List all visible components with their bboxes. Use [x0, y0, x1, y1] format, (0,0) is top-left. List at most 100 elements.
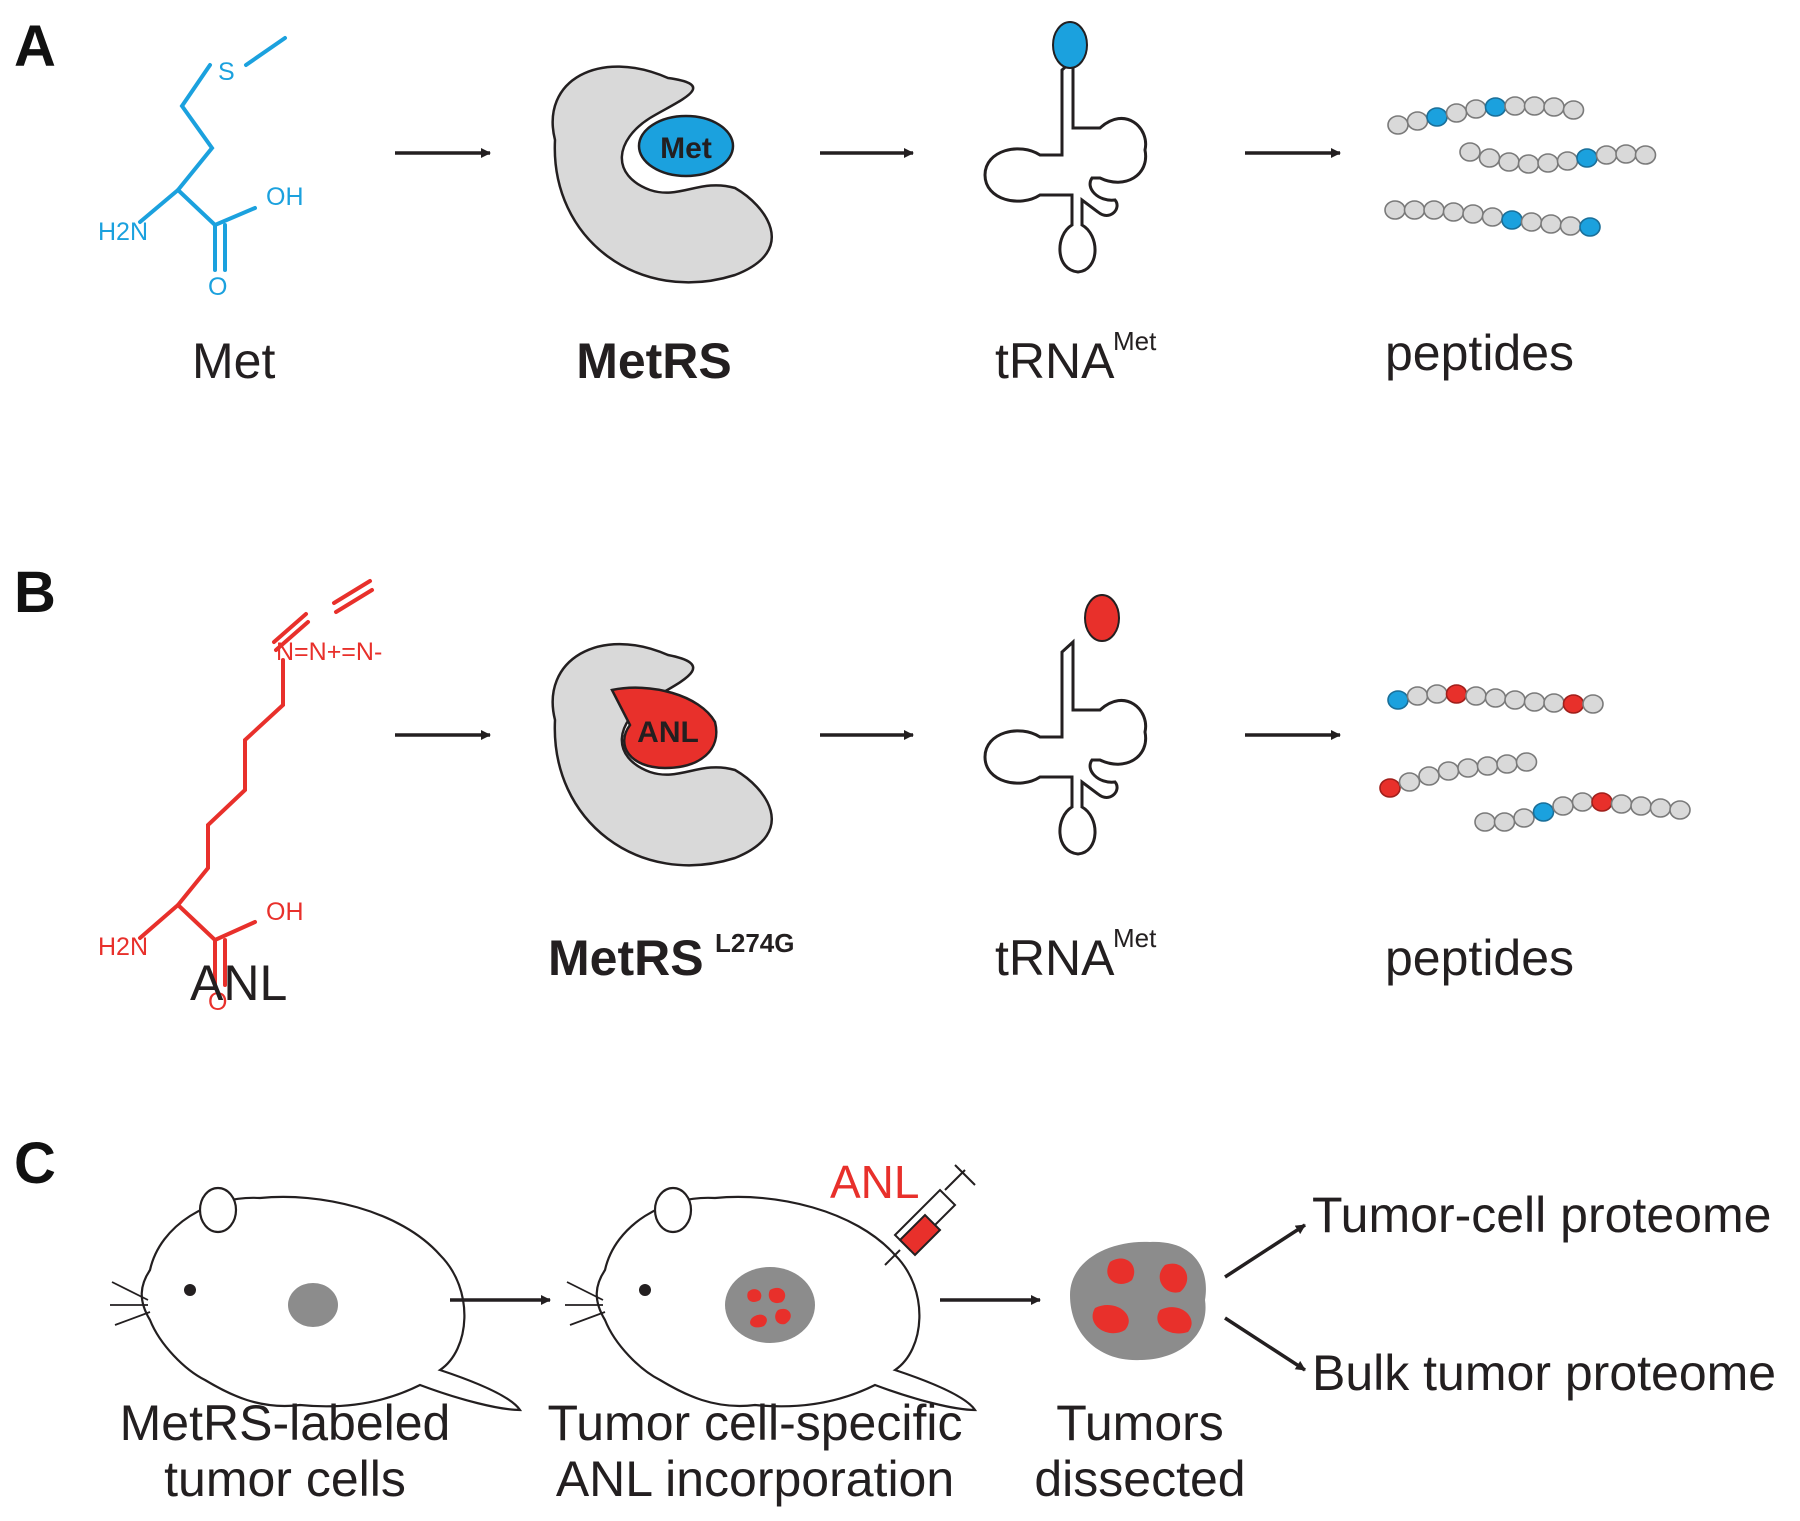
amino-acid-bead — [1423, 200, 1445, 220]
anl-azide-label: N=N+=N- — [276, 638, 382, 666]
trna-met-b — [983, 638, 1148, 856]
amino-acid-bead — [1496, 754, 1518, 774]
amino-acid-bead — [1474, 812, 1496, 832]
met-residue-bead — [1426, 107, 1448, 127]
amino-acid-bead — [1543, 693, 1565, 713]
anl-residue-bead — [1445, 684, 1468, 704]
anl-structure — [138, 579, 374, 987]
trna-b-superscript: Met — [1113, 923, 1157, 953]
injection-label: ANL — [830, 1156, 919, 1208]
amino-acid-bead — [1476, 756, 1499, 776]
amino-acid-bead — [1559, 216, 1582, 236]
trna-met-a — [983, 56, 1148, 274]
met-pocket-label: Met — [660, 132, 712, 165]
amino-acid-bead — [1504, 690, 1526, 710]
amino-acid-bead — [1457, 758, 1479, 778]
met-structure — [138, 36, 287, 272]
peptides-b-label: peptides — [1385, 930, 1574, 986]
amino-acid-bead — [1498, 152, 1520, 172]
step1-line2: tumor cells — [164, 1451, 406, 1507]
peptides-a-label: peptides — [1385, 325, 1574, 381]
amino-acid-bead — [1442, 202, 1465, 222]
met-residue-bead — [1484, 97, 1507, 117]
amino-acid-bead — [1537, 153, 1559, 173]
amino-acid-bead — [1540, 214, 1562, 234]
amino-acid-bead — [1445, 103, 1468, 123]
amino-acid-bead — [1523, 692, 1546, 712]
anl-residue-bead — [1591, 792, 1613, 812]
amino-acid-bead — [1387, 115, 1409, 135]
step1-line1: MetRS-labeled — [120, 1395, 451, 1451]
step3-line1: Tumors — [1056, 1395, 1224, 1451]
metrs-l274g-superscript: L274G — [715, 928, 795, 958]
trna-a-loaded-met — [1052, 21, 1088, 69]
metrs-enzyme — [551, 65, 773, 284]
anl-pocket-label: ANL — [637, 716, 699, 749]
anl-carbonyl-oxygen-label: O — [208, 988, 227, 1016]
metrs-l274g-label: MetRS — [548, 930, 704, 986]
mouse-tumor-cells — [110, 1186, 523, 1412]
step2-line1: Tumor cell-specific — [548, 1395, 963, 1451]
amino-acid-bead — [1552, 796, 1574, 816]
met-pocket-ligand — [637, 114, 735, 178]
amino-acid-bead — [1595, 145, 1618, 165]
amino-acid-bead — [1418, 766, 1440, 786]
amino-acid-bead — [1406, 686, 1429, 706]
amino-acid-bead — [1504, 96, 1526, 116]
met-amine-label: H2N — [98, 218, 148, 246]
met-residue-bead — [1576, 148, 1598, 168]
met-label: Met — [192, 333, 275, 389]
amino-acid-bead — [1462, 204, 1484, 224]
amino-acid-bead — [1630, 796, 1652, 816]
amino-acid-bead — [1513, 808, 1535, 828]
anl-residue-bead — [1562, 694, 1585, 714]
trna-a-label: tRNA — [995, 333, 1115, 389]
amino-acid-bead — [1515, 752, 1538, 772]
amino-acid-bead — [1649, 798, 1672, 818]
anl-amine-label: H2N — [98, 933, 148, 961]
anl-pocket-ligand — [610, 686, 718, 770]
amino-acid-bead — [1517, 154, 1540, 174]
anl-residue-bead — [1379, 778, 1401, 798]
output-tumor-cell-proteome: Tumor-cell proteome — [1312, 1187, 1771, 1243]
amino-acid-bead — [1406, 111, 1429, 131]
arrow-c3-down — [1224, 1316, 1306, 1372]
mouse-anl-injected — [565, 1164, 978, 1412]
met-hydroxyl-label: OH — [266, 183, 304, 211]
panel-a-letter: A — [14, 14, 56, 79]
amino-acid-bead — [1465, 99, 1487, 119]
amino-acid-bead — [1610, 794, 1633, 814]
step2-line2: ANL incorporation — [556, 1451, 954, 1507]
amino-acid-bead — [1478, 148, 1501, 168]
amino-acid-bead — [1669, 800, 1691, 820]
met-residue-bead — [1579, 217, 1601, 237]
amino-acid-bead — [1403, 200, 1426, 220]
dissected-tumor — [1070, 1241, 1206, 1361]
panel-c: C MetRS-labeled tumor cells — [14, 1131, 1776, 1507]
anl-label: ANL — [190, 955, 287, 1011]
amino-acid-bead — [1562, 100, 1585, 120]
amino-acid-bead — [1481, 207, 1504, 227]
syringe-icon — [884, 1164, 976, 1266]
amino-acid-bead — [1634, 145, 1657, 165]
metrs-label: MetRS — [576, 333, 732, 389]
amino-acid-bead — [1484, 688, 1507, 708]
met-residue-bead — [1532, 802, 1555, 822]
amino-acid-bead — [1398, 772, 1421, 792]
step3-line2: dissected — [1034, 1451, 1245, 1507]
amino-acid-bead — [1523, 96, 1546, 116]
amino-acid-bead — [1615, 144, 1637, 164]
amino-acid-bead — [1520, 212, 1543, 232]
met-residue-bead — [1501, 210, 1523, 230]
amino-acid-bead — [1459, 142, 1481, 162]
met-residue-bead — [1387, 690, 1409, 710]
amino-acid-bead — [1465, 686, 1487, 706]
panel-c-letter: C — [14, 1131, 56, 1196]
met-carbonyl-oxygen-label: O — [208, 273, 227, 301]
amino-acid-bead — [1543, 97, 1565, 117]
trna-b-loaded-anl — [1084, 594, 1120, 642]
amino-acid-bead — [1582, 694, 1604, 714]
output-bulk-tumor-proteome: Bulk tumor proteome — [1312, 1345, 1776, 1401]
panel-b: B N=N+=N- OH H2N O ANL ANL MetRS L274G t… — [14, 560, 1691, 1016]
arrow-c3-up — [1224, 1223, 1306, 1279]
